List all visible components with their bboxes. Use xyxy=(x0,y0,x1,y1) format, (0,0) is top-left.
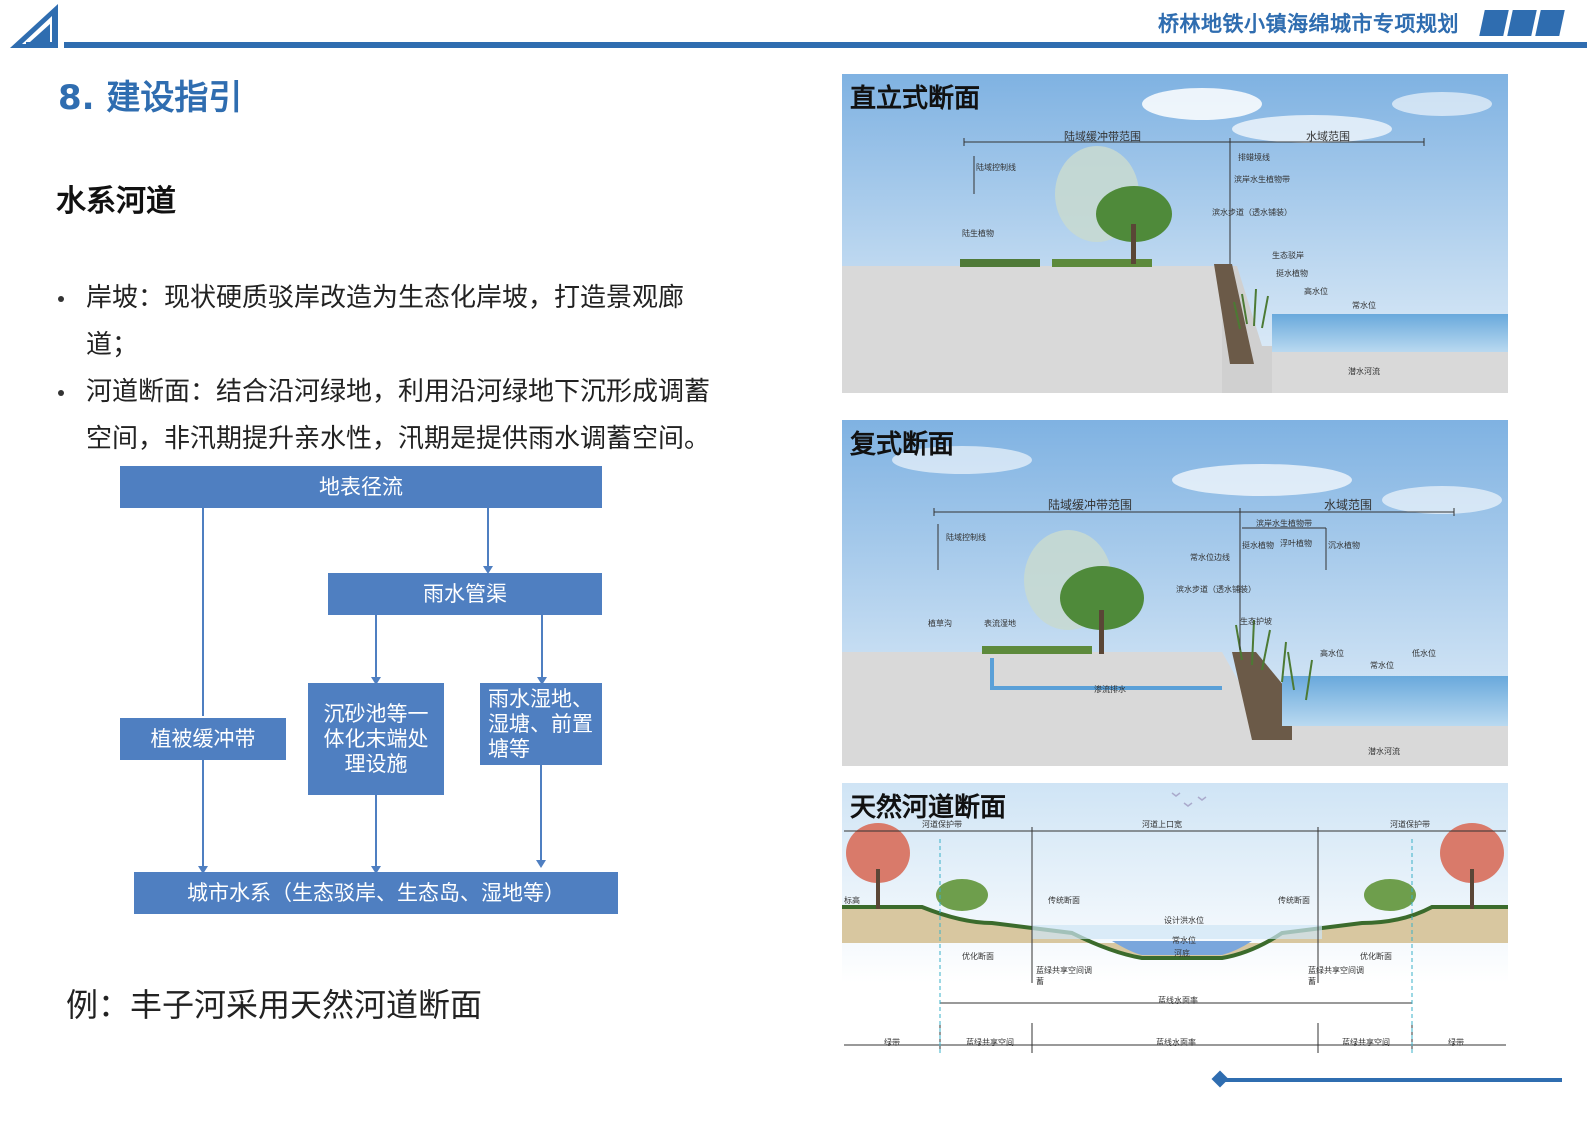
flow-box-city-water: 城市水系（生态驳岸、生态岛、湿地等） xyxy=(134,872,618,914)
panel-title-natural: 天然河道断面 xyxy=(850,793,1007,823)
compound-section-illustration xyxy=(842,420,1508,766)
bullet-item: 岸坡：现状硬质驳岸改造为生态化岸坡，打造景观廊 道； xyxy=(86,275,746,369)
label-optimized-left: 优化断面 xyxy=(962,952,994,961)
header-rule xyxy=(64,42,1587,48)
label-shared-right: 蓝绿共享空间调蓄 xyxy=(1308,966,1364,986)
label-river-bed: 河底 xyxy=(1174,949,1190,958)
section-title: 水系河道 xyxy=(56,184,176,219)
label-seepage: 渗流排水 xyxy=(1094,685,1126,694)
triangle-logo-icon xyxy=(10,4,58,48)
label-traditional-left: 传统断面 xyxy=(1048,896,1080,905)
label-land-buffer: 陆域缓冲带范围 xyxy=(1048,498,1133,512)
label-shared-space-right: 蓝绿共享空间 xyxy=(1342,1038,1390,1047)
flow-box-surface-runoff: 地表径流 xyxy=(120,466,602,508)
panel-title-vertical: 直立式断面 xyxy=(850,84,981,114)
label-grass-ditch: 植草沟 xyxy=(928,619,952,628)
label-land-buffer: 陆域缓冲带范围 xyxy=(1064,130,1141,143)
label-green-belt-left: 绿带 xyxy=(884,1038,900,1047)
label-hydro-path: 滨水步道（透水铺装） xyxy=(1176,585,1256,594)
bullet-line: 岸坡：现状硬质驳岸改造为生态化岸坡，打造景观廊 xyxy=(86,283,685,313)
label-land-plants: 陆生植物 xyxy=(962,229,994,238)
footer-rule xyxy=(1222,1078,1562,1082)
label-normal-water: 常水位 xyxy=(1352,301,1376,310)
label-protect-left: 河道保护带 xyxy=(922,820,962,829)
label-design-water: 设计洪水位 xyxy=(1164,916,1204,925)
label-traditional-right: 传统断面 xyxy=(1278,896,1310,905)
bullet-dot xyxy=(58,390,64,396)
header-bar-decoration xyxy=(1535,10,1565,36)
label-bank-veg: 滨岸水生植物带 xyxy=(1234,175,1290,184)
bullet-line: 河道断面：结合沿河绿地，利用沿河绿地下沉形成调蓄 xyxy=(86,377,711,407)
bullet-dot xyxy=(58,296,64,302)
label-normal-water: 常水位 xyxy=(1370,661,1394,670)
label-normal-line: 常水位边线 xyxy=(1190,553,1230,562)
label-submerged: 潜水河流 xyxy=(1368,747,1400,756)
label-submerged: 潜水河流 xyxy=(1348,367,1380,376)
label-shared-space-left: 蓝绿共享空间 xyxy=(966,1038,1014,1047)
natural-section-illustration xyxy=(842,783,1508,1061)
page-heading: 8. 建设指引 xyxy=(58,78,243,118)
flow-box-wetland: 雨水湿地、湿塘、前置塘等 xyxy=(480,683,602,765)
bullet-item: 河道断面：结合沿河绿地，利用沿河绿地下沉形成调蓄 空间，非汛期提升亲水性，汛期是… xyxy=(86,369,746,463)
flow-box-sediment-tank: 沉砂池等一体化末端处理设施 xyxy=(308,683,444,795)
panel-title-compound: 复式断面 xyxy=(850,430,955,460)
label-eco-bank: 生态护坡 xyxy=(1240,617,1272,626)
bullet-line: 空间，非汛期提升亲水性，汛期是提供雨水调蓄空间。 xyxy=(86,424,711,454)
label-bank-veg: 滨岸水生植物带 xyxy=(1256,519,1312,528)
label-water-range: 水域范围 xyxy=(1306,130,1350,143)
section-panel-natural: 天然河道断面 河道保护带 河道上口宽 河道保护带 标高 传统断面 传统断面 设计… xyxy=(842,783,1508,1061)
label-water-plants: 挺水植物 xyxy=(1276,269,1308,278)
vertical-section-illustration xyxy=(842,74,1508,393)
label-high-water: 高水位 xyxy=(1304,287,1328,296)
section-panel-vertical: 直立式断面 陆域缓冲带范围 水域范围 陆域控制线 排蜡境线 滨岸水生植物带 陆生… xyxy=(842,74,1508,393)
header-bar-decoration xyxy=(1479,10,1509,36)
label-shared-left: 蓝绿共享空间调蓄 xyxy=(1036,966,1092,986)
label-elev: 标高 xyxy=(844,896,860,905)
label-water-surface: 蓝线水面率 xyxy=(1156,1038,1196,1047)
label-hydro-path: 滨水步道（透水铺装） xyxy=(1212,208,1292,217)
label-protect-right: 河道保护带 xyxy=(1390,820,1430,829)
label-low-water: 低水位 xyxy=(1412,649,1436,658)
example-note: 例：丰子河采用天然河道断面 xyxy=(66,986,483,1024)
label-optimized-right: 优化断面 xyxy=(1360,952,1392,961)
label-bank-line: 排蜡境线 xyxy=(1238,153,1270,162)
label-submerged-plants: 沉水植物 xyxy=(1328,541,1360,550)
flow-box-rain-pipe: 雨水管渠 xyxy=(328,573,602,615)
label-emergent: 挺水植物 xyxy=(1242,541,1274,550)
bullet-line: 道； xyxy=(86,330,139,360)
label-top-width: 河道上口宽 xyxy=(1142,820,1182,829)
label-eco-plants: 生态驳岸 xyxy=(1272,251,1304,260)
flow-box-vegetation-buffer: 植被缓冲带 xyxy=(120,718,286,760)
label-high-water: 高水位 xyxy=(1320,649,1344,658)
label-wetland: 表流湿地 xyxy=(984,619,1016,628)
header-bar-decoration xyxy=(1507,10,1537,36)
label-floating: 浮叶植物 xyxy=(1280,539,1312,548)
label-blue-green: 蓝线水面率 xyxy=(1158,996,1198,1005)
label-land-control: 陆域控制线 xyxy=(976,163,1016,172)
label-water-range: 水域范围 xyxy=(1324,498,1373,512)
label-green-belt-right: 绿带 xyxy=(1448,1038,1464,1047)
label-land-control: 陆域控制线 xyxy=(946,533,986,542)
header-title: 桥林地铁小镇海绵城市专项规划 xyxy=(1158,12,1459,36)
section-panel-compound: 复式断面 陆域缓冲带范围 水域范围 陆域控制线 滨岸水生植物带 挺水植物 浮叶植… xyxy=(842,420,1508,766)
label-normal-water: 常水位 xyxy=(1172,936,1196,945)
